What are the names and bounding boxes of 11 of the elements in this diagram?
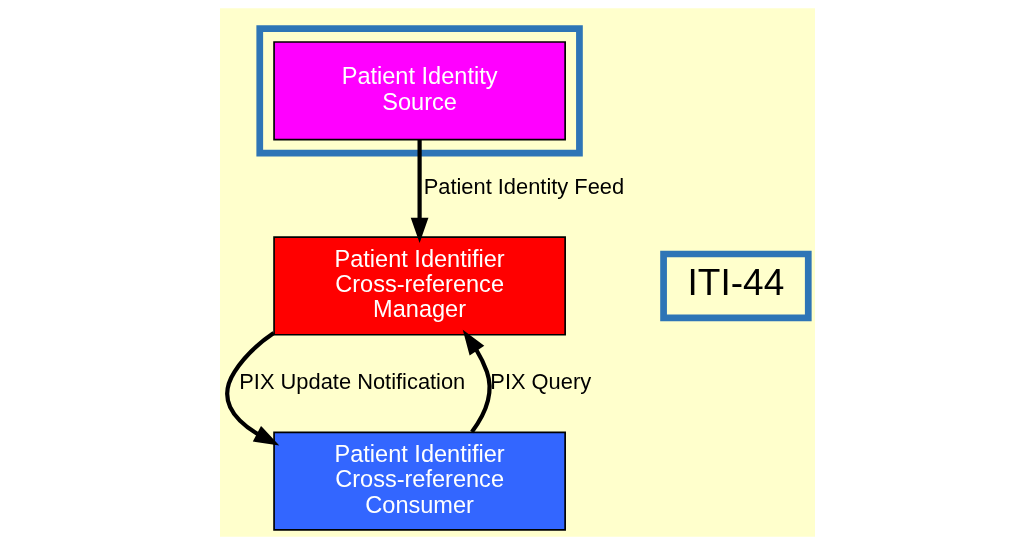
- node-box: ITI-44: [660, 250, 812, 322]
- node-box: Patient Identifier Cross-reference Consumer: [273, 431, 566, 531]
- node-box: Patient Identifier Cross-reference Manager: [273, 236, 566, 336]
- cluster: [256, 25, 583, 157]
- edge-label: PIX Update Notification: [239, 369, 466, 395]
- arrow: [410, 139, 429, 244]
- arrow: [462, 329, 492, 434]
- arrow: [225, 331, 280, 446]
- edge-label: PIX Query: [490, 369, 592, 395]
- edge-label: Patient Identity Feed: [423, 174, 625, 200]
- node-box: Patient Identity Source: [273, 41, 566, 141]
